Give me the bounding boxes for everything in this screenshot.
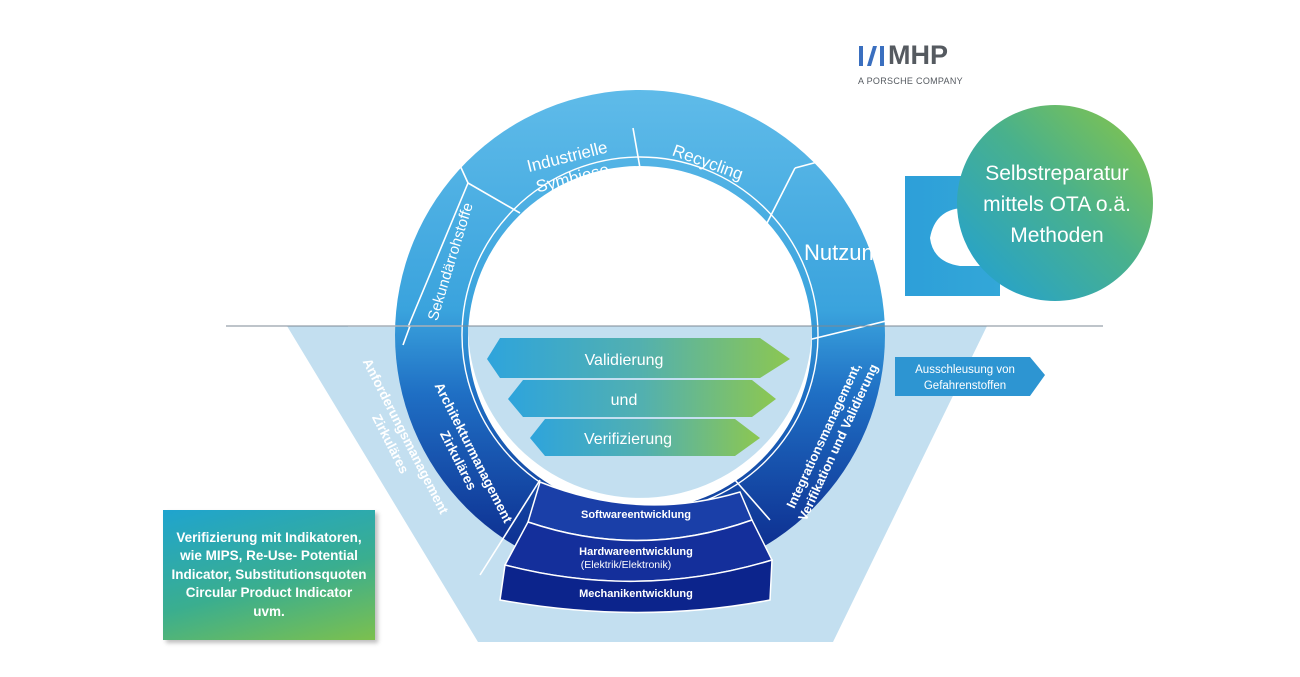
label-hardware-sub: (Elektrik/Elektronik) [581,559,671,571]
logo-subtitle: A PORSCHE COMPANY [858,76,963,86]
label-verifizierung: Verifizierung [584,431,672,448]
arrow-verifizierung [530,419,760,456]
label-validierung: Validierung [585,352,664,369]
label-selbstreparatur-3: Methoden [1010,224,1103,247]
exit-arrow [895,357,1045,396]
development-stack [499,480,774,614]
label-und: und [611,392,638,409]
label-wartung: Wartung / Reparatur [558,39,738,78]
label-hardwareentwicklung: Hardwareentwicklung [579,546,693,558]
label-nutzung: Nutzung [804,240,886,265]
arrow-validierung [487,338,790,378]
label-ausschleusung-2: Gefahrenstoffen [924,380,1006,392]
label-mechanikentwicklung: Mechanikentwicklung [579,588,693,600]
indicator-note-text: Verifizierung mit Indikatoren, wie MIPS,… [171,529,367,619]
logo-name: MHP [888,40,948,70]
label-ausschleusung-1: Ausschleusung von [915,364,1015,376]
indicator-note-box: Verifizierung mit Indikatoren, wie MIPS,… [163,510,375,640]
arrow-und [508,380,776,417]
label-softwareentwicklung: Softwareentwicklung [581,509,691,521]
mhp-logo-icon [859,46,884,66]
label-selbstreparatur-2: mittels OTA o.ä. [983,193,1131,216]
self-repair-bubble [957,105,1153,301]
label-selbstreparatur-1: Selbstreparatur [985,162,1129,185]
